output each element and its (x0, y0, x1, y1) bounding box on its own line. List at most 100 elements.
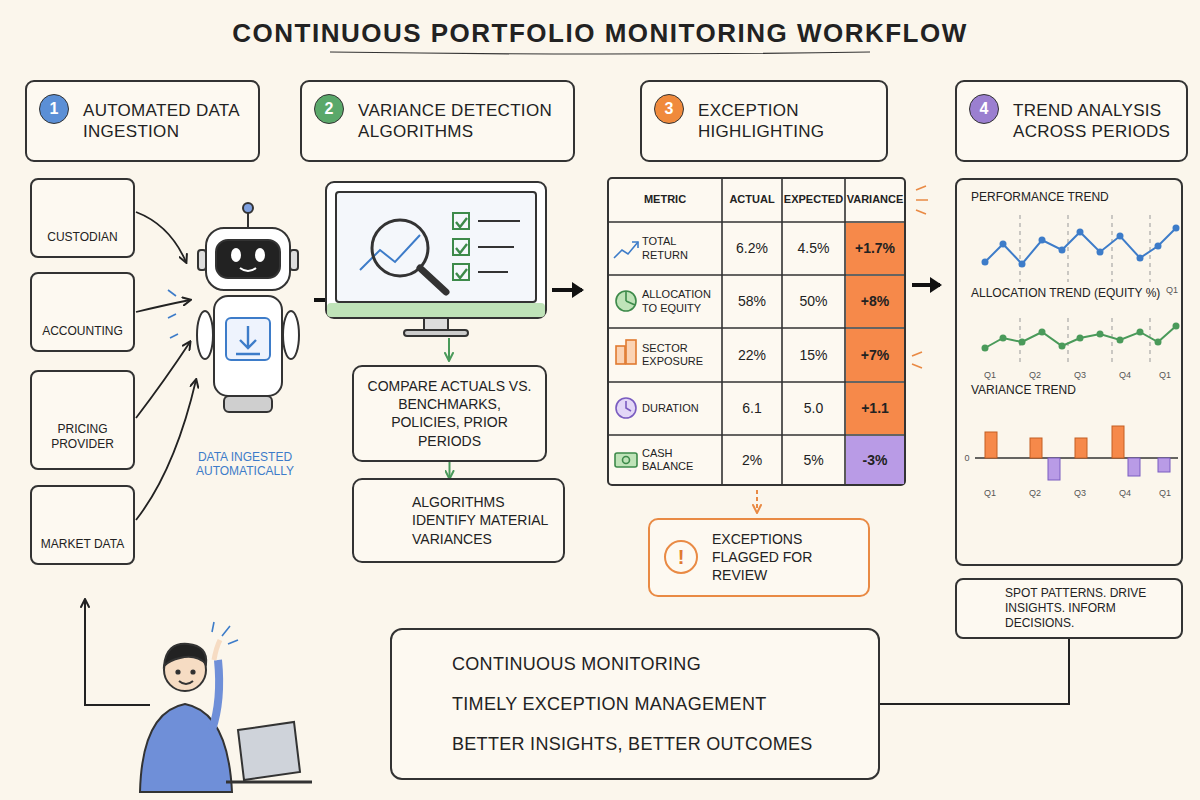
table-cell: ACTUAL (722, 178, 782, 222)
allocation-chart-part-part (1059, 343, 1066, 350)
monitor-illustration-part (404, 330, 468, 336)
step-header: AUTOMATED DATA INGESTION1 (25, 80, 260, 162)
step-number: 4 (969, 94, 999, 124)
variance-chart-part (1158, 458, 1170, 472)
variance-table (608, 178, 905, 485)
monitor-illustration-part (453, 239, 469, 255)
robot-illustration-part (226, 318, 270, 360)
summary-box: CONTINUOUS MONITORINGTIMELY EXCEPTION MA… (390, 628, 880, 780)
monitor-illustration-part (453, 213, 469, 229)
axis-label: Q2 (1023, 486, 1047, 500)
robot-illustration-part (283, 311, 299, 359)
monitor-illustration-part (478, 221, 520, 272)
caption-note: DATA INGESTED AUTOMATICALLY (170, 446, 320, 482)
person-illustration-part (164, 644, 206, 666)
node-text: 3 (664, 99, 673, 119)
axis-label: Q1 (1153, 368, 1177, 382)
person-illustration-part (191, 670, 194, 673)
robot-illustration-part (214, 296, 282, 396)
node-text: MARKET DATA (36, 537, 129, 552)
table-cell: +8% (845, 275, 905, 328)
performance-chart-part-part (982, 259, 989, 266)
table-cell: DURATION (642, 382, 722, 435)
performance-chart-part (985, 228, 1176, 264)
robot-illustration-part (243, 203, 253, 213)
metric-icons-part (626, 291, 635, 305)
monitor-illustration-part (326, 182, 546, 318)
insight-box: SPOT PATTERNS. DRIVE INSIGHTS. INFORM DE… (955, 578, 1183, 639)
axis-label: Q1 (1153, 486, 1177, 500)
person-illustration-part (176, 670, 179, 673)
robot-illustration-part (255, 248, 265, 262)
robot-illustration-part (236, 326, 260, 354)
allocation-chart-part (982, 323, 1180, 352)
table-cell: CASH BALANCE (642, 435, 722, 485)
axis-label: Q1 (1160, 283, 1184, 297)
variance-table-part (846, 436, 904, 484)
node-text: PRICING PROVIDER (36, 422, 129, 452)
diagram-title: CONTINUOUS PORTFOLIO MONITORING WORKFLOW (0, 18, 1200, 49)
allocation-chart-part-part (1039, 329, 1046, 336)
person-illustration-part (226, 781, 312, 784)
table-cell: VARIANCE (845, 178, 905, 222)
table-cell: TOTAL RETURN (642, 222, 722, 275)
variance-table-part (846, 383, 904, 434)
performance-chart-part-part (1000, 241, 1007, 248)
node-text: EXCEPTION HIGHLIGHTING (698, 100, 878, 143)
down-arrow (756, 490, 758, 512)
person-illustration-part (238, 722, 300, 780)
feedback-arrow-part (85, 600, 150, 705)
axis-label: Q2 (1023, 368, 1047, 382)
variance-table-part (846, 223, 904, 274)
robot-illustration (197, 203, 299, 412)
metric-icons-part (616, 398, 636, 418)
node-text: 4 (979, 99, 988, 119)
title-rule-part (330, 52, 870, 54)
node-text: CUSTODIAN (36, 230, 129, 245)
robot-illustration-part (197, 311, 213, 359)
table-cell: SECTOR EXPOSURE (642, 328, 722, 382)
monitor-illustration-part (327, 303, 545, 317)
performance-chart-part-part (1137, 255, 1144, 262)
table-cell: 2% (722, 435, 782, 485)
monitor-illustration-part (420, 268, 446, 292)
spark-ticks (168, 290, 178, 338)
performance-chart-part-part (1173, 225, 1180, 232)
metric-icons-part (626, 340, 636, 364)
person-illustration-part (179, 681, 193, 684)
variance-table-part (846, 276, 904, 327)
flow-arrows-part (912, 283, 940, 287)
node-text: COMPARE ACTUALS VS. BENCHMARKS, POLICIES… (364, 377, 535, 450)
variance-table-part (846, 329, 904, 381)
source-box: CUSTODIAN (30, 178, 135, 258)
table-cell: 22% (722, 328, 782, 382)
node-text: ACCOUNTING (36, 324, 129, 339)
ingest-arrows-part (136, 300, 190, 312)
axis-label: 0 (961, 451, 973, 465)
feedback-arrow (85, 600, 150, 705)
axis-label: Q4 (1113, 486, 1137, 500)
table-cell: 6.1 (722, 382, 782, 435)
connector-arrow (449, 462, 451, 478)
alert-icon: ! (664, 540, 698, 574)
step-number: 3 (654, 94, 684, 124)
process-box: ALGORITHMS IDENTIFY MATERIAL VARIANCES (352, 478, 565, 563)
node-text: VARIANCE DETECTION ALGORITHMS (358, 100, 565, 143)
ingest-arrows (136, 212, 196, 520)
node-text: EXCEPTIONS FLAGGED FOR REVIEW (712, 530, 858, 585)
node-text: AUTOMATED DATA INGESTION (83, 100, 250, 143)
metric-icons (614, 242, 638, 467)
monitor-illustration-part (424, 318, 448, 330)
axis-label: Q1 (978, 368, 1002, 382)
variance-table-part (608, 178, 905, 485)
source-box: ACCOUNTING (30, 272, 135, 352)
metric-icons-part (623, 457, 630, 464)
allocation-chart-part-part (1137, 329, 1144, 336)
monitor-illustration (326, 182, 546, 336)
person-illustration-part (214, 640, 220, 660)
robot-illustration-part (216, 240, 280, 278)
robot-illustration-part (231, 248, 241, 262)
allocation-chart-part (985, 326, 1176, 348)
table-cell: 58% (722, 275, 782, 328)
step-header: VARIANCE DETECTION ALGORITHMS2 (300, 80, 575, 162)
